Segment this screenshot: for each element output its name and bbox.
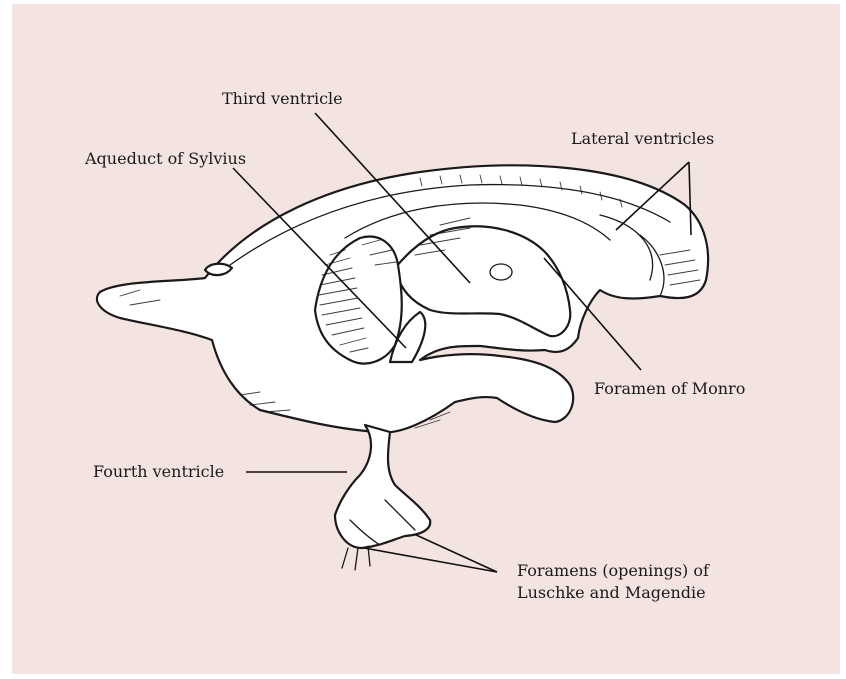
- label-aqueduct-of-sylvius: Aqueduct of Sylvius: [85, 148, 246, 170]
- fourth-ventricle-shape: [335, 425, 430, 548]
- label-lateral-ventricles: Lateral ventricles: [571, 128, 714, 150]
- label-foramens-line1: Foramens (openings) of: [517, 560, 709, 582]
- label-foramens-line2: Luschke and Magendie: [517, 582, 706, 604]
- label-third-ventricle: Third ventricle: [222, 88, 343, 110]
- label-fourth-ventricle: Fourth ventricle: [93, 461, 224, 483]
- label-foramen-of-monro: Foramen of Monro: [594, 378, 745, 400]
